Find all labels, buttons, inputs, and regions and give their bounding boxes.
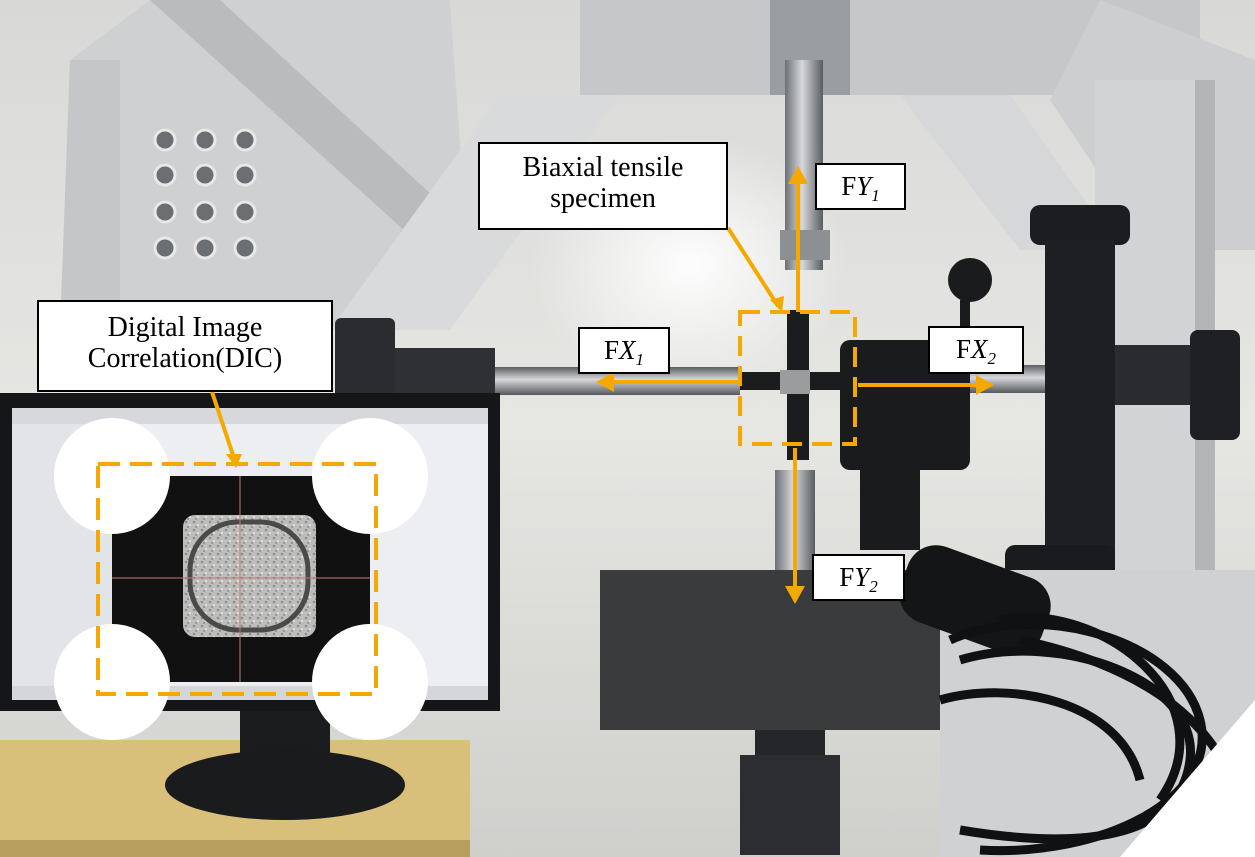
dic-corner-bl <box>54 624 170 740</box>
fx2-arrow-head <box>976 375 994 395</box>
desk-edge <box>0 840 470 857</box>
force-label-fy1: FY1 <box>815 163 906 210</box>
right-black-column-shaft <box>1045 240 1115 560</box>
fy1-index: 1 <box>871 186 880 205</box>
fx1-arrow-head <box>596 372 614 392</box>
dic-speckle-region <box>183 515 316 637</box>
upper-grip <box>780 230 830 260</box>
fx1-prefix: F <box>603 335 620 365</box>
fx2-axis: X <box>971 334 988 364</box>
fx1-axis: X <box>619 335 636 365</box>
force-label-fy2: FY2 <box>812 554 905 601</box>
fy1-axis: Y <box>856 171 872 201</box>
fy2-prefix: F <box>839 562 855 592</box>
dic-pointer-head <box>226 454 242 468</box>
specimen-label-line1: Biaxial tensile <box>522 152 684 183</box>
dic-speckle-ring <box>187 519 311 633</box>
fy1-prefix: F <box>841 171 857 201</box>
dic-corner-tl <box>54 418 170 534</box>
force-label-fx1: FX1 <box>578 327 670 374</box>
cruciform-specimen <box>740 310 860 460</box>
page-corner-cut <box>1120 700 1255 857</box>
fy2-index: 2 <box>869 577 878 596</box>
fy1-arrow-head <box>788 166 808 184</box>
specimen-label-line2: specimen <box>550 183 656 215</box>
monitor-base <box>165 750 405 820</box>
left-actuator-body <box>335 318 395 408</box>
specimen-pointer-line <box>726 226 780 308</box>
vent-holes <box>153 128 257 260</box>
force-label-fx2: FX2 <box>928 326 1024 374</box>
fy2-arrow-head <box>785 586 805 604</box>
fx2-index: 2 <box>987 349 997 368</box>
frame-upper-left-shade <box>150 0 470 290</box>
fx2-prefix: F <box>955 334 972 364</box>
frame-left-column <box>60 60 120 330</box>
fx1-index: 1 <box>635 350 645 369</box>
dic-label-line2: Correlation(DIC) <box>87 343 283 375</box>
dic-corner-br <box>312 624 428 740</box>
right-actuator-body <box>1190 330 1240 440</box>
lower-actuator-base <box>740 755 840 855</box>
dic-pointer-line <box>210 391 236 459</box>
right-black-column <box>1030 205 1130 245</box>
monitor-toolbar <box>12 408 488 424</box>
specimen-dashed-box <box>738 310 857 446</box>
left-grip-block <box>395 348 495 393</box>
dic-label-line1: Digital Image <box>107 312 263 343</box>
specimen-label: Biaxial tensile specimen <box>478 142 728 230</box>
dic-corner-tr <box>312 418 428 534</box>
dic-label: Digital Image Correlation(DIC) <box>37 300 333 392</box>
specimen-pointer-head <box>770 296 784 312</box>
fy2-axis: Y <box>854 562 870 592</box>
